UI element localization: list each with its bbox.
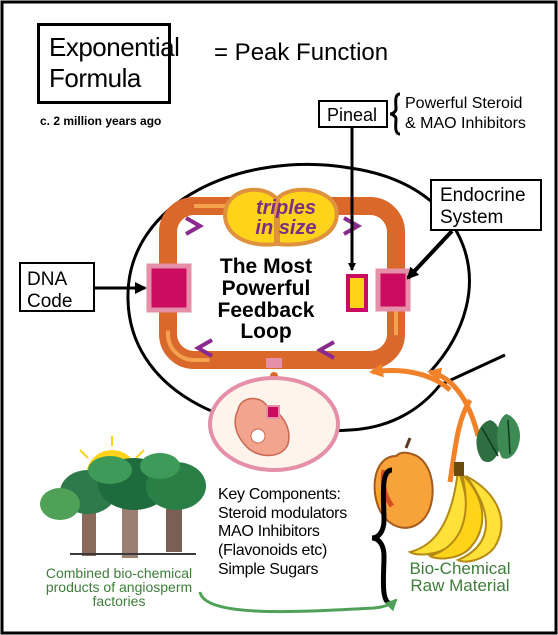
pineal-gland-block bbox=[346, 274, 368, 312]
combined-products-caption: Combined bio-chemical products of angios… bbox=[24, 566, 214, 608]
key-component-item: (Flavonoids etc) bbox=[218, 542, 328, 560]
banana-icon bbox=[407, 462, 503, 563]
title-line-1: Exponential bbox=[49, 32, 180, 62]
raw-material-caption: Bio-Chemical Raw Material bbox=[390, 560, 530, 594]
key-components-heading: Key Components: bbox=[218, 486, 341, 503]
dna-label-box: DNA Code bbox=[19, 262, 95, 312]
trees-icon bbox=[40, 453, 206, 558]
brain-line-1: triples bbox=[255, 197, 317, 219]
dna-line-2: Code bbox=[27, 291, 73, 312]
loop-line-1: The Most bbox=[219, 255, 313, 278]
loop-chevron-top-right bbox=[343, 216, 363, 236]
raw-material-arrow-c bbox=[369, 363, 452, 392]
endocrine-block bbox=[375, 268, 411, 312]
combined-line-1: Combined bio-chemical bbox=[45, 565, 193, 581]
pineal-label: Pineal bbox=[327, 105, 378, 125]
key-component-item: Simple Sugars bbox=[218, 560, 319, 578]
brain-line-2: in size bbox=[255, 217, 317, 239]
raw-material-arrow-b bbox=[427, 367, 481, 437]
endocrine-arrow bbox=[406, 229, 454, 280]
key-component-item: Steroid modulators bbox=[218, 504, 347, 522]
key-components-brace bbox=[371, 467, 393, 607]
loop-chevron-top-left bbox=[185, 216, 205, 236]
endocrine-line-2: System bbox=[440, 207, 504, 228]
era-text: c. 2 million years ago bbox=[40, 114, 162, 128]
loop-line-3: Feedback bbox=[217, 298, 315, 322]
green-flow-arrow bbox=[198, 591, 398, 614]
title-box: Exponential Formula bbox=[37, 23, 180, 104]
raw-line-2: Raw Material bbox=[410, 576, 510, 595]
peak-function-text: = Peak Function bbox=[214, 39, 389, 66]
pineal-brace bbox=[389, 92, 401, 136]
loop-chevron-bottom-left bbox=[193, 338, 213, 358]
raw-line-1: Bio-Chemical bbox=[409, 559, 511, 578]
leaf-icon bbox=[476, 414, 520, 463]
combined-line-3: factories bbox=[92, 593, 146, 609]
loop-title: The Most Powerful Feedback Loop bbox=[200, 256, 332, 343]
brain-icon bbox=[223, 187, 339, 247]
endocrine-label-box: Endocrine System bbox=[430, 179, 542, 231]
pineal-label-box: Pineal bbox=[318, 100, 388, 128]
loop-chevron-bottom-right bbox=[315, 340, 335, 360]
embryo-icon bbox=[208, 376, 340, 472]
brain-caption: triples in size bbox=[238, 198, 334, 238]
loop-line-4: Loop bbox=[240, 320, 292, 344]
pineal-note-line-1: Powerful Steroid bbox=[405, 95, 523, 112]
title-line-2: Formula bbox=[49, 63, 141, 93]
endocrine-line-1: Endocrine bbox=[440, 185, 526, 206]
pineal-note-line-2: & MAO Inhibitors bbox=[405, 115, 526, 132]
loop-line-2: Powerful bbox=[221, 276, 311, 300]
combined-line-2: products of angiosperm bbox=[45, 579, 193, 595]
key-components-list: Key Components: Steroid modulators MAO I… bbox=[218, 486, 347, 580]
key-component-item: MAO Inhibitors bbox=[218, 523, 320, 541]
dna-line-1: DNA bbox=[27, 269, 68, 290]
dna-gene-block bbox=[146, 263, 192, 313]
